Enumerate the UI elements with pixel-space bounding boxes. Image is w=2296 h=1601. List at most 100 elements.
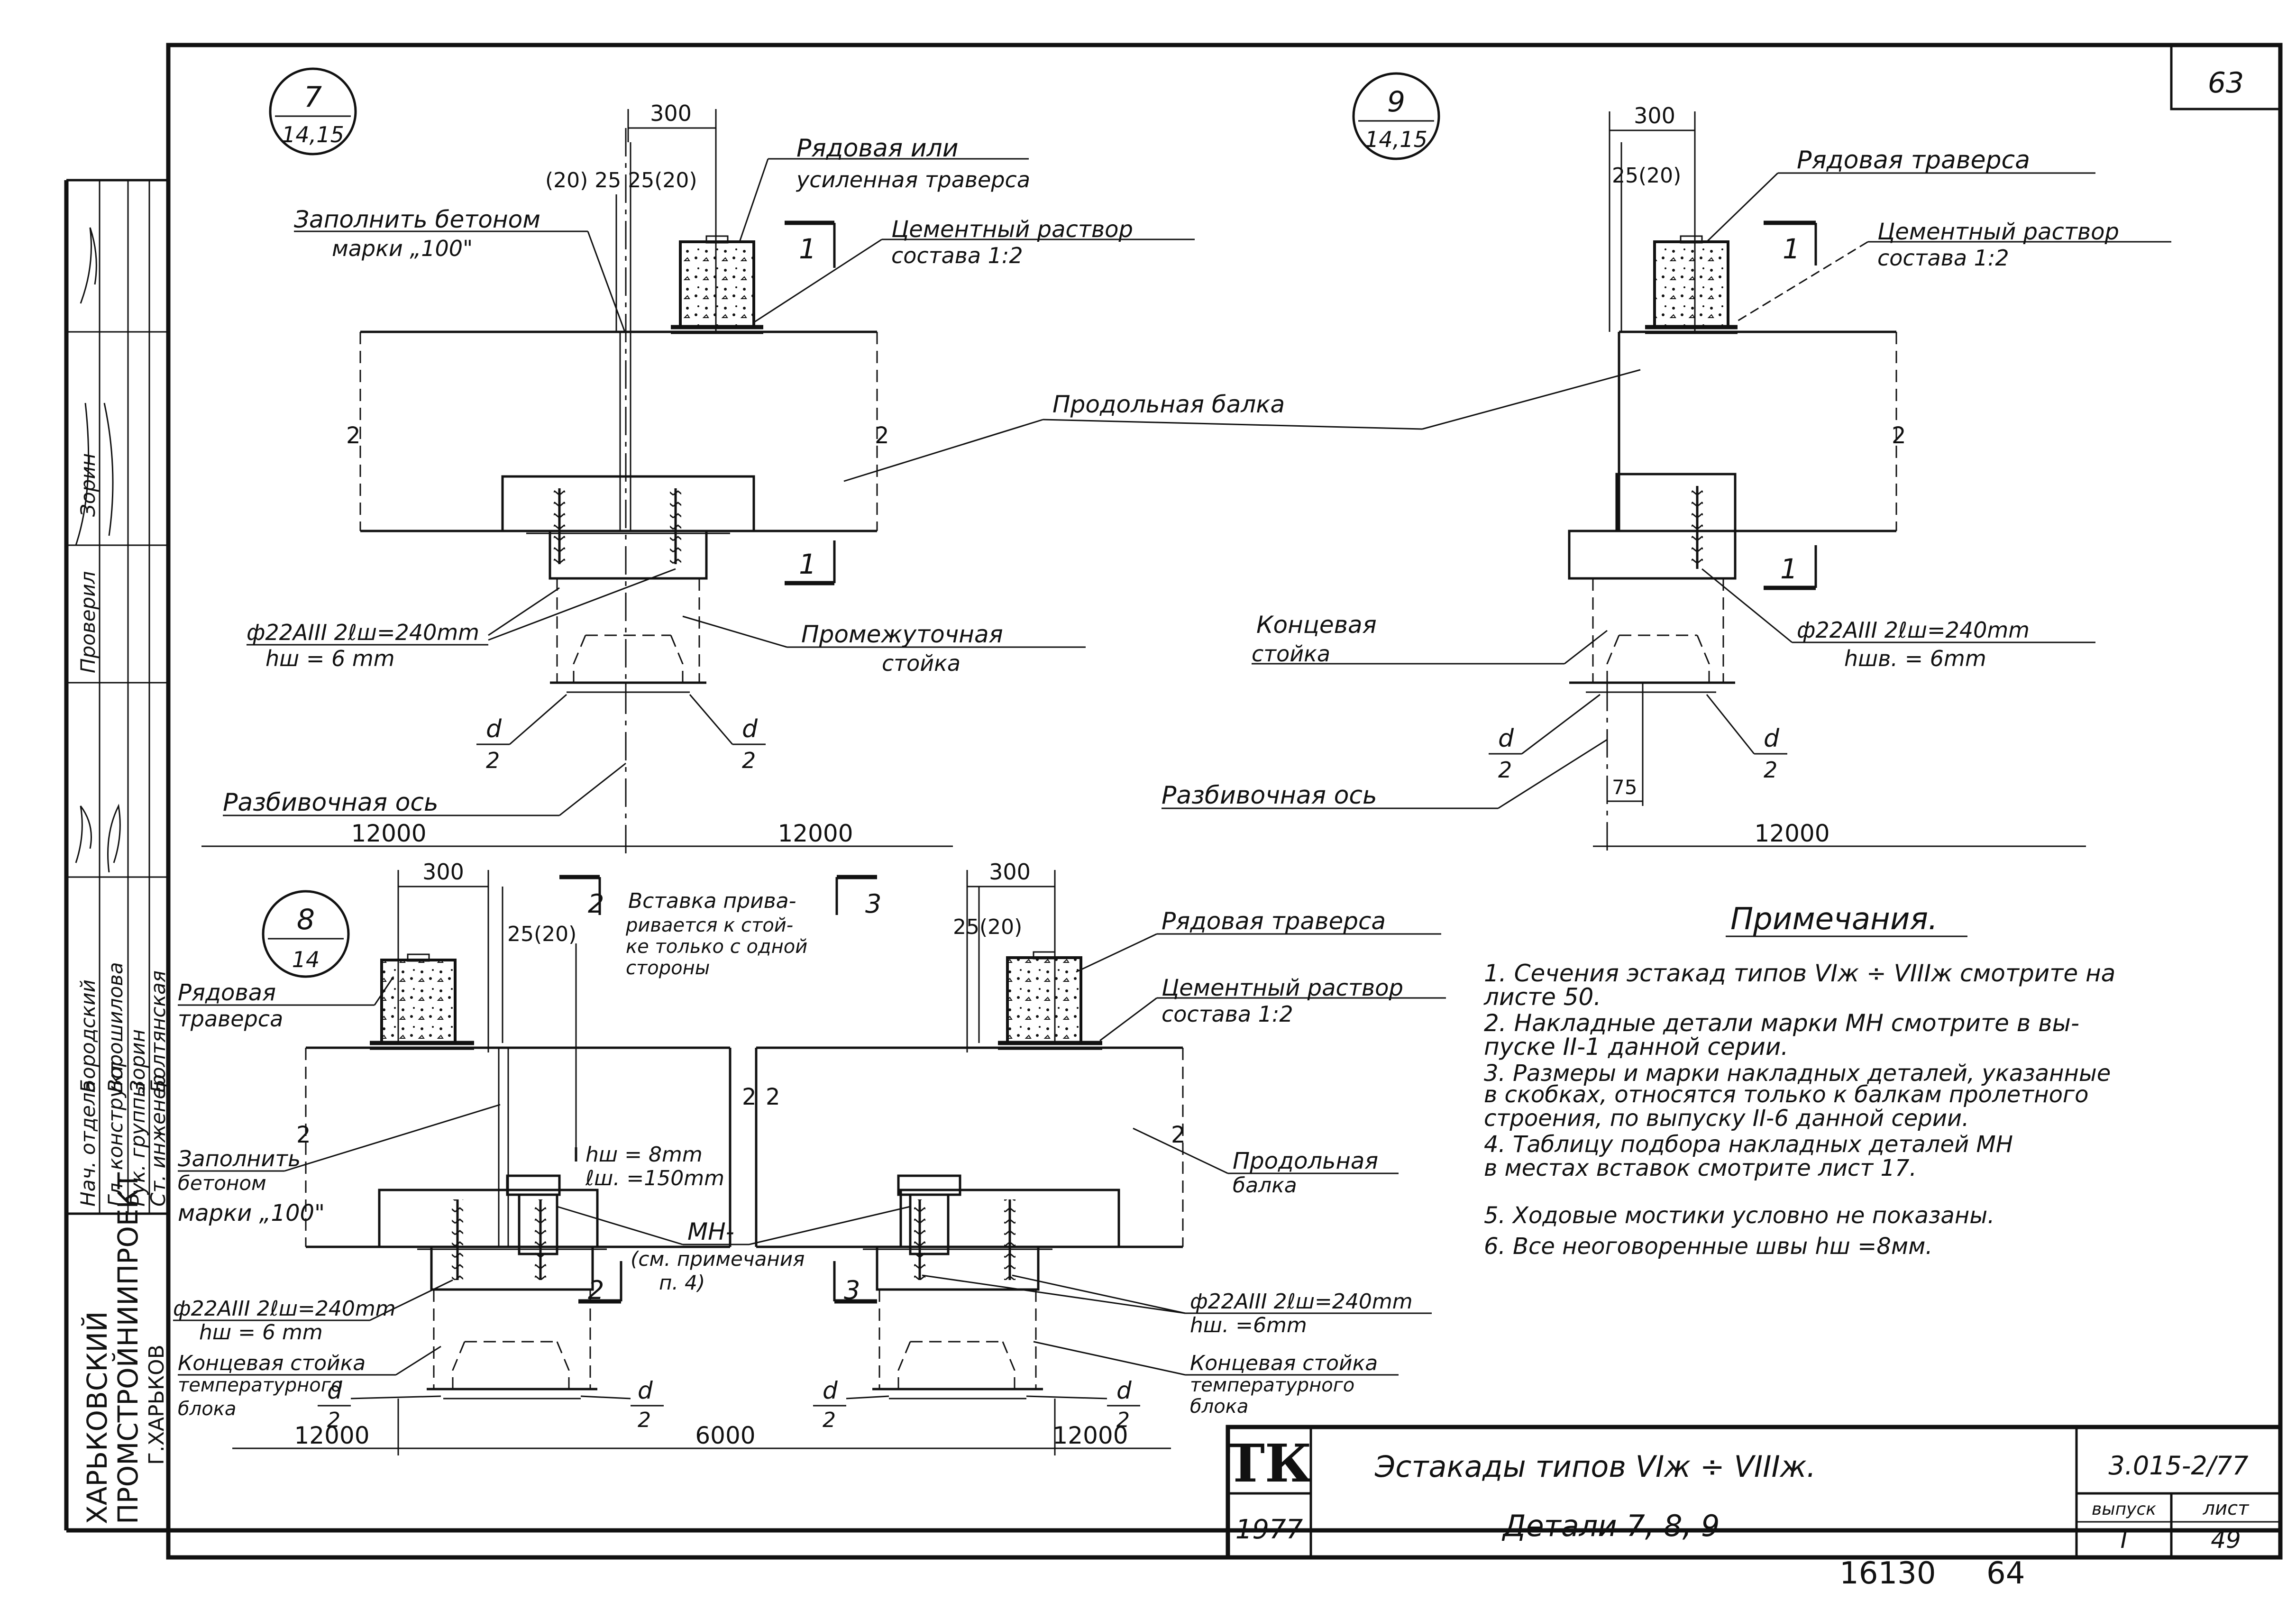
detail-8-section-2-bottom: 2 [588,1275,604,1305]
detail-8-span-mid: 6000 [695,1422,755,1449]
title-line-1: Эстакады типов VIж ÷ VIIIж. [1374,1449,1816,1484]
detail-8-label-weld-right-2: hш. =6mm [1190,1313,1307,1337]
note-line-6: в скобках, относятся только к балкам про… [1484,1081,2089,1108]
detail-7-label-axis: Разбивочная ось [223,788,439,817]
detail-8-label-insert-2: ривается к стой- [625,915,793,936]
detail-8-label-concrete-3: марки „100" [178,1200,325,1226]
detail-9-section-top: 1 [1783,233,1800,265]
detail-8-label-mn-3: п. 4) [659,1271,705,1294]
notes-title: Примечания. [1730,902,1938,937]
stamp-name-2: Ворошилова [104,962,127,1093]
detail-8-label-beam-1: Продольная [1233,1148,1378,1174]
detail-7-dim-300: 300 [650,101,692,126]
detail-9-label-column-1: Концевая [1256,611,1377,639]
detail-8-section-3-bottom: 3 [844,1275,860,1305]
detail-7-d-left-den: 2 [486,748,500,773]
detail-8-label-col-right-2: температурного [1190,1374,1354,1396]
detail-8-d-4: d [1116,1377,1132,1404]
title-sheet: 49 [2211,1526,2241,1554]
detail-7-label-traverse-1: Рядовая или [796,134,959,163]
detail-9-mark-bottom: 14,15 [1365,127,1427,152]
detail-9-label-mortar-1: Цементный раствор [1877,219,2119,245]
note-line-10: 5. Ходовые мостики условно не показаны. [1484,1202,1994,1229]
notes: Примечания. 1. Сечения эстакад типов VIж… [1483,902,2115,1260]
archive-number: 16130 [1839,1556,1936,1591]
detail-9-dim-300: 300 [1634,103,1675,128]
signature [103,403,114,536]
detail-8-label-weld-left-2: hш = 6 mm [199,1320,323,1345]
note-line-2: листе 50. [1483,983,1601,1011]
svg-text:2: 2 [742,1084,757,1110]
detail-8: 8 14 300 25(20) 300 25(20) 2 [173,859,1446,1455]
left-stamp: Нач. отдела Бородский Гл. конструкт. Вор… [66,179,170,1524]
detail-8-label-insert-4: стороны [626,957,710,979]
detail-7-mark-bottom: 14,15 [282,122,344,147]
detail-8-label-traverse-left-1: Рядовая [178,979,276,1006]
detail-8-d-3-den: 2 [823,1408,836,1432]
detail-7-label-weld-1: ф22АIII 2ℓш=240mm [247,620,479,645]
detail-8-label-concrete-2: бетоном [178,1171,266,1195]
signature [107,804,121,873]
note-line-8: 4. Таблицу подбора накладных деталей МН [1484,1131,2013,1158]
note-line-1: 1. Сечения эстакад типов VIж ÷ VIIIж смо… [1484,960,2115,987]
detail-8-label-mortar-1: Цементный раствор [1162,975,1403,1001]
detail-7-label-column-2: стойка [882,650,960,676]
stamp-role-2: Гл. конструкт. [104,1056,127,1207]
detail-9-d: d [1498,724,1514,753]
signature [80,227,97,304]
detail-7-label-concrete-1: Заполнить бетоном [294,206,540,233]
detail-7-label-mortar-2: состава 1:2 [891,243,1023,268]
detail-8-label-mn-1: МН- [687,1218,734,1245]
sheet-frame: 63 [64,43,2283,1560]
detail-8-label-traverse-left-2: траверса [178,1006,283,1032]
detail-8-section-2-top: 2 [588,889,604,919]
detail-8-label-mn-2: (см. примечания [631,1247,805,1271]
detail-8-label-traverse-right: Рядовая траверса [1162,907,1386,935]
title-issue-label: выпуск [2092,1500,2156,1519]
detail-8-section-3-top: 3 [865,889,881,919]
detail-8-mark-top: 8 [297,903,315,936]
detail-8-span-left: 12000 [294,1422,369,1449]
detail-9-dim-offset: 25(20) [1612,164,1681,188]
detail-8-label-col-left-1: Концевая стойка [178,1351,366,1375]
detail-7-dim-offsets: (20) 25 25(20) [545,168,697,192]
detail-7-section-bottom: 1 [799,548,816,580]
detail-8-d-2: d [638,1377,653,1404]
detail-9-label-mortar-2: состава 1:2 [1877,245,2009,271]
detail-8-label-col-left-3: блока [178,1398,236,1420]
note-line-4: пуске II-1 данной серии. [1484,1033,1788,1061]
detail-8-label-col-right-1: Концевая стойка [1190,1351,1378,1375]
org-line-1: ХАРЬКОВСКИЙ [81,1311,113,1524]
detail-8-label-weld-top-1: hш = 8mm [585,1143,703,1167]
stamp-role-3: Рук. группы [126,1081,149,1207]
detail-9-mark-top: 9 [1387,85,1405,119]
detail-7-section-top: 1 [799,233,816,265]
detail-9-label-column-2: стойка [1252,641,1330,667]
detail-9-section-bottom: 1 [1780,553,1798,585]
detail-8-d-3: d [823,1377,838,1404]
stamp-name-4: Болтянская [146,970,170,1093]
detail-8-d-1-den: 2 [327,1408,340,1432]
detail-8-dim-300-right: 300 [989,859,1031,885]
org-line-3: Г.ХАРЬКОВ [145,1345,169,1465]
detail-8-label-insert-1: Вставка прива- [628,889,796,913]
corner-number: 63 [2208,66,2244,100]
stamp-side-role: Проверил [76,571,100,673]
detail-7-span-left: 12000 [351,820,426,847]
detail-7-d-right: d [742,715,758,743]
detail-7-span-right: 12000 [778,820,853,847]
detail-9-label-weld-1: ф22АIII 2ℓш=240mm [1797,617,2030,643]
note-line-9: в местах вставок смотрите лист 17. [1484,1155,1917,1181]
note-line-3: 2. Накладные детали марки МН смотрите в … [1484,1009,2079,1037]
detail-8-d-4-den: 2 [1116,1408,1130,1432]
title-series: 3.015-2/77 [2108,1451,2248,1481]
stamp-name-1: Бородский [76,979,100,1093]
title-line-2: Детали 7, 8, 9 [1501,1509,1720,1543]
detail-8-label-concrete-1: Заполнить [178,1146,301,1171]
svg-text:2: 2 [296,1122,311,1148]
detail-8-label-col-left-2: температурного [178,1374,342,1396]
detail-8-dim-300-left: 300 [422,859,464,885]
stamp-name-3: Зорин [126,1029,149,1093]
detail-7-label-traverse-2: усиленная траверса [796,167,1030,192]
detail-8-dim-offset-left: 25(20) [507,922,576,946]
